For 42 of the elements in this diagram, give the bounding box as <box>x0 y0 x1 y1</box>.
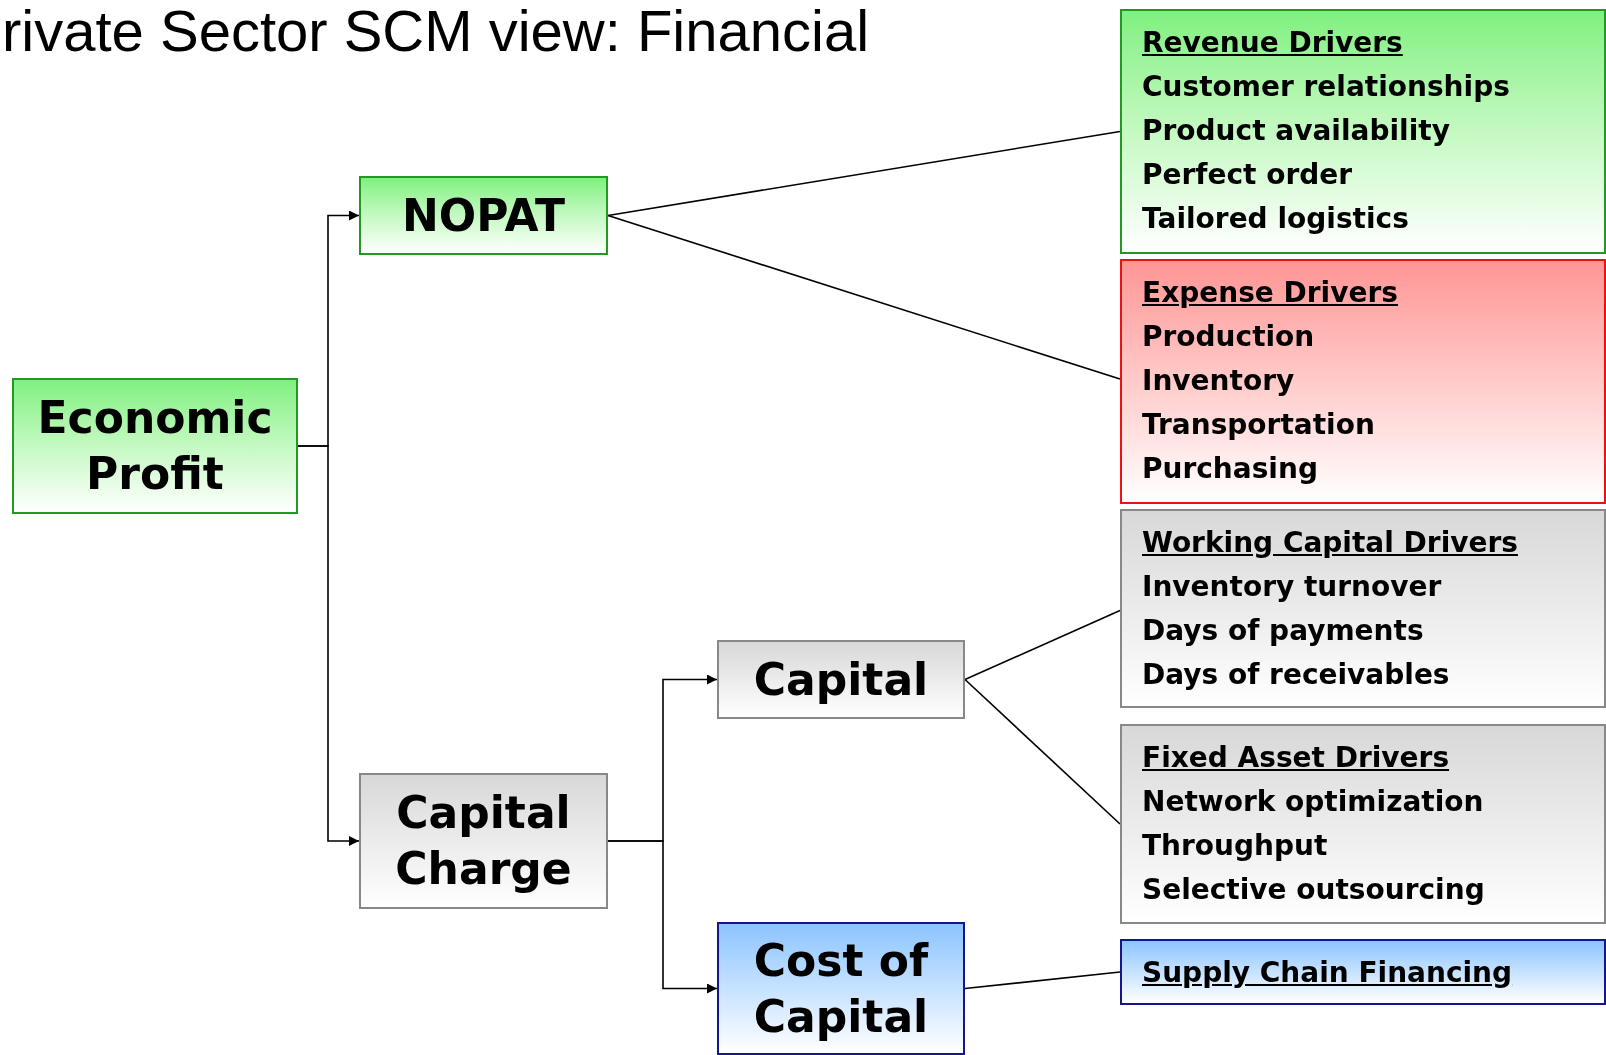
connector-line <box>964 678 1121 825</box>
connector-line <box>607 214 1121 380</box>
driver-item: Transportation <box>1142 407 1376 443</box>
node-label: NOPAT <box>401 188 566 243</box>
arrow <box>297 445 360 846</box>
node-box <box>12 378 298 514</box>
node-box <box>717 922 965 1055</box>
driver-heading: Supply Chain Financing <box>1142 955 1514 991</box>
driver-box <box>1120 9 1606 254</box>
driver-heading: Revenue Drivers <box>1142 25 1404 61</box>
driver-heading: Fixed Asset Drivers <box>1142 740 1451 776</box>
arrow <box>607 840 718 994</box>
connector-line <box>964 971 1121 990</box>
driver-item: Product availability <box>1142 113 1451 149</box>
node-box <box>359 176 608 255</box>
driver-box <box>1120 724 1606 924</box>
driver-item: Inventory <box>1142 363 1296 399</box>
connector-line <box>964 609 1121 681</box>
driver-item: Throughput <box>1142 828 1329 864</box>
slide-title: rivate Sector SCM view: Financial <box>2 0 870 62</box>
node-label: Capital <box>753 652 929 707</box>
driver-item: Purchasing <box>1142 451 1319 487</box>
node-box <box>359 773 608 909</box>
node-label: Economic Profit <box>36 391 274 501</box>
driver-heading: Expense Drivers <box>1142 275 1399 311</box>
driver-item: Inventory turnover <box>1142 569 1443 605</box>
driver-heading: Working Capital Drivers <box>1142 525 1519 561</box>
driver-item: Selective outsourcing <box>1142 872 1486 908</box>
driver-box <box>1120 259 1606 504</box>
driver-item: Days of receivables <box>1142 657 1451 693</box>
driver-item: Days of payments <box>1142 613 1425 649</box>
driver-item: Production <box>1142 319 1316 355</box>
node-label: Capital Charge <box>394 786 573 896</box>
driver-box <box>1120 509 1606 708</box>
node-box <box>717 640 965 719</box>
driver-item: Customer relationships <box>1142 69 1511 105</box>
driver-item: Tailored logistics <box>1142 201 1410 237</box>
driver-box <box>1120 939 1606 1005</box>
driver-item: Perfect order <box>1142 157 1354 193</box>
connector-line <box>607 130 1121 217</box>
driver-item: Network optimization <box>1142 784 1485 820</box>
node-label: Cost of Capital <box>752 933 930 1044</box>
